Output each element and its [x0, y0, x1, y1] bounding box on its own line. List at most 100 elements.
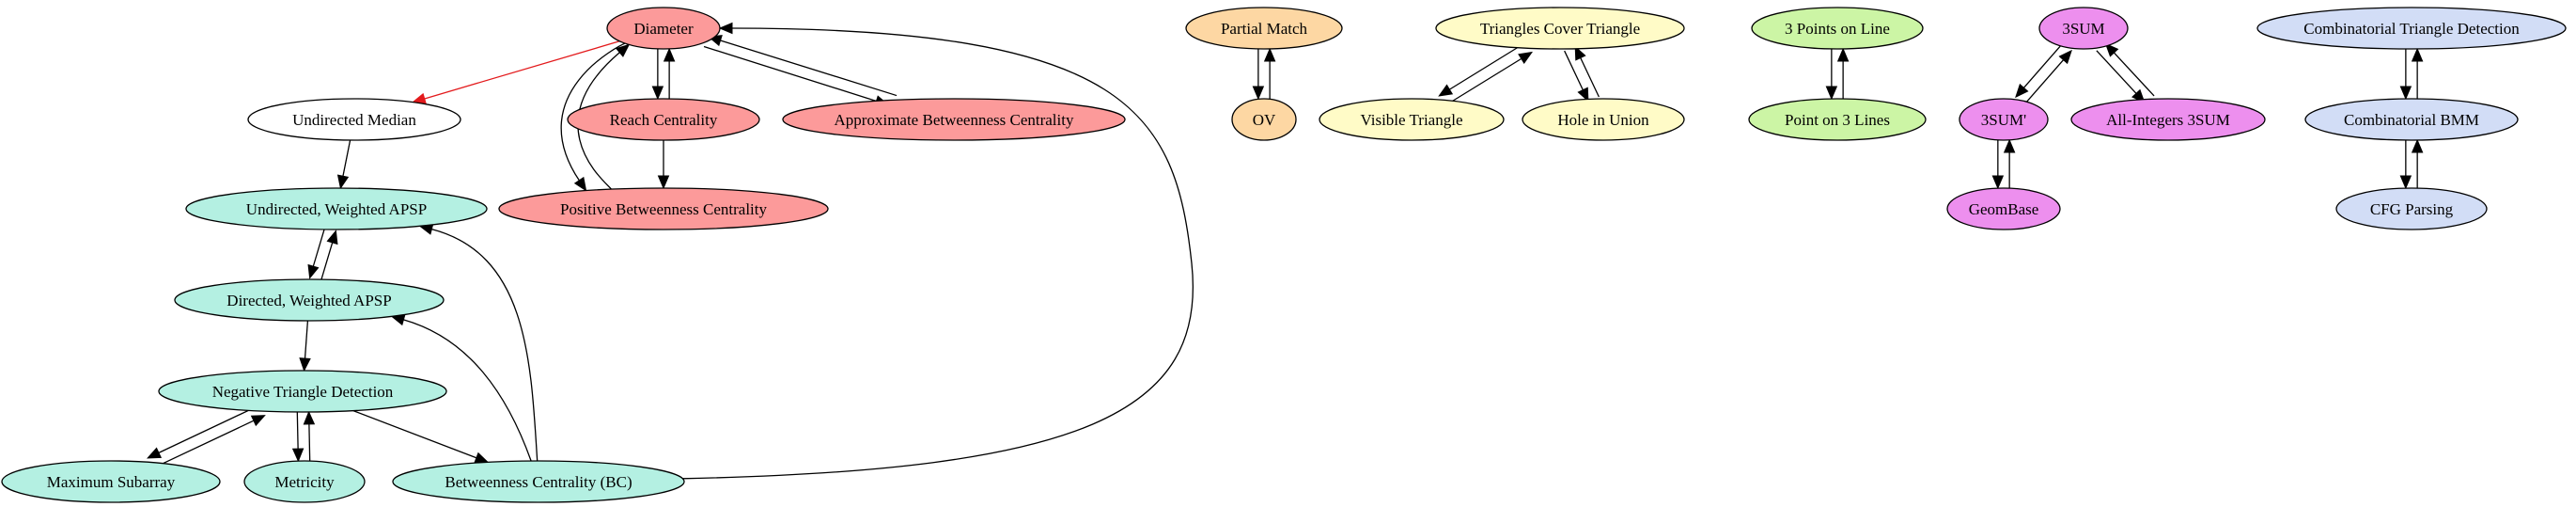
edge-approx-bc-to-diameter	[707, 35, 898, 97]
edge-geombase-to-threesum-prime-arrowhead	[2003, 138, 2016, 153]
edge-geombase-to-threesum-prime	[2003, 138, 2016, 189]
node-comb-tri-label: Combinatorial Triangle Detection	[2303, 20, 2520, 38]
node-comb-bmm-shape	[2304, 98, 2519, 141]
edge-all-int-3sum-to-threesum	[2104, 42, 2155, 97]
node-reach-centrality: Reach Centrality	[567, 98, 760, 141]
node-positive-bc: Positive Betweenness Centrality	[498, 187, 829, 230]
node-max-subarray-label: Maximum Subarray	[47, 473, 176, 491]
edge-threesum-prime-to-geombase-arrowhead	[1991, 175, 2005, 190]
edge-tri-cover-to-visible-tri-arrowhead	[1438, 84, 1454, 97]
edge-directed-apsp-to-undirected-apsp-line	[320, 242, 334, 281]
edge-all-int-3sum-to-threesum-line	[2113, 52, 2155, 97]
node-undirected-median: Undirected Median	[247, 98, 461, 141]
edge-partial-match-to-ov-arrowhead	[1252, 86, 1265, 101]
node-bc: Betweenness Centrality (BC)	[392, 460, 685, 503]
node-comb-tri: Combinatorial Triangle Detection	[2256, 7, 2567, 50]
edge-partial-match-to-ov	[1252, 48, 1265, 101]
edge-positive-bc-to-diameter-arrowhead	[615, 43, 631, 57]
node-neg-triangle-shape	[158, 370, 447, 413]
edge-tri-cover-to-hole-union	[1564, 50, 1589, 103]
node-threesum-label: 3SUM	[2062, 20, 2104, 38]
node-all-int-3sum: All-Integers 3SUM	[2070, 98, 2266, 141]
node-max-subarray-shape	[1, 460, 221, 503]
edge-three-points-to-point-three-lines-arrowhead	[1825, 86, 1838, 101]
edge-approx-bc-to-diameter-line	[720, 40, 898, 97]
edge-visible-tri-to-tri-cover-line	[1446, 57, 1522, 105]
node-cfg-shape	[2335, 187, 2488, 230]
edge-diameter-to-approx-bc-line	[703, 45, 877, 103]
edge-diameter-to-undirected-median	[412, 40, 620, 104]
edge-neg-triangle-to-bc-arrowhead	[474, 452, 490, 464]
node-partial-match: Partial Match	[1185, 7, 1343, 50]
edge-all-int-3sum-to-threesum-arrowhead	[2104, 42, 2119, 57]
edge-comb-tri-to-comb-bmm-arrowhead	[2399, 86, 2412, 101]
node-directed-apsp: Directed, Weighted APSP	[174, 278, 445, 322]
edge-bc-to-directed-apsp-line	[403, 319, 532, 462]
edge-neg-triangle-to-metricity-line	[296, 412, 299, 450]
edge-diameter-to-approx-bc	[703, 45, 890, 107]
edge-max-subarray-to-neg-triangle	[155, 415, 266, 467]
node-cfg-label: CFG Parsing	[2370, 200, 2454, 218]
edge-comb-bmm-to-cfg	[2399, 139, 2412, 190]
node-undirected-median-label: Undirected Median	[292, 111, 416, 129]
node-point-three-lines-shape	[1748, 98, 1927, 141]
edge-comb-bmm-to-cfg-arrowhead	[2399, 175, 2412, 190]
node-partial-match-label: Partial Match	[1221, 20, 1308, 38]
node-threesum: 3SUM	[2038, 7, 2129, 50]
node-threesum-prime-shape	[1959, 98, 2049, 141]
edge-ov-to-partial-match-arrowhead	[1263, 47, 1276, 62]
node-geombase-label: GeomBase	[1969, 200, 2039, 218]
node-positive-bc-shape	[498, 187, 829, 230]
node-approx-bc-shape	[782, 98, 1126, 141]
node-all-int-3sum-shape	[2070, 98, 2266, 141]
edge-metricity-to-neg-triangle	[303, 410, 316, 461]
node-reach-centrality-label: Reach Centrality	[610, 111, 718, 129]
edge-hole-union-to-tri-cover-line	[1580, 57, 1600, 98]
node-tri-cover-shape	[1435, 7, 1685, 50]
node-threesum-prime-label: 3SUM'	[1981, 111, 2026, 129]
edge-directed-apsp-to-neg-triangle-arrowhead	[299, 357, 311, 372]
node-tri-cover: Triangles Cover Triangle	[1435, 7, 1685, 50]
edge-point-three-lines-to-three-points	[1836, 47, 1850, 100]
node-visible-tri-shape	[1319, 98, 1505, 141]
edge-diameter-to-reach-centrality	[651, 48, 664, 101]
node-approx-bc-label: Approximate Betweenness Centrality	[835, 111, 1074, 129]
node-three-points: 3 Points on Line	[1751, 7, 1924, 50]
edge-positive-bc-to-diameter-line	[577, 52, 620, 190]
edge-reach-centrality-to-diameter-arrowhead	[663, 47, 676, 62]
edge-threesum-to-threesum-prime	[2015, 43, 2063, 99]
edge-bc-to-undirected-apsp-line	[431, 228, 539, 462]
edge-directed-apsp-to-neg-triangle-line	[304, 320, 309, 359]
edge-diameter-to-positive-bc	[560, 42, 626, 192]
node-undirected-apsp-shape	[185, 187, 488, 230]
edge-threesum-prime-to-threesum-arrowhead	[2058, 49, 2072, 65]
node-three-points-label: 3 Points on Line	[1785, 20, 1890, 38]
node-geombase-shape	[1946, 187, 2061, 230]
node-metricity: Metricity	[243, 460, 366, 503]
node-comb-bmm: Combinatorial BMM	[2304, 98, 2519, 141]
edge-diameter-to-positive-bc-line	[560, 42, 626, 182]
edge-reach-centrality-to-positive-bc	[657, 140, 670, 190]
node-neg-triangle: Negative Triangle Detection	[158, 370, 447, 413]
edge-threesum-prime-to-geombase	[1991, 139, 2005, 190]
edge-bc-to-diameter-line	[682, 27, 1194, 480]
edge-metricity-to-neg-triangle-line	[308, 423, 311, 461]
node-comb-tri-shape	[2256, 7, 2567, 50]
edge-undirected-apsp-to-directed-apsp-line	[312, 228, 326, 267]
edge-tri-cover-to-visible-tri-line	[1449, 43, 1524, 90]
node-visible-tri-label: Visible Triangle	[1360, 111, 1462, 129]
node-ov-shape	[1231, 98, 1297, 141]
edge-threesum-to-all-int-3sum-line	[2096, 50, 2137, 94]
node-metricity-shape	[243, 460, 366, 503]
node-neg-triangle-label: Negative Triangle Detection	[212, 383, 394, 401]
node-undirected-apsp: Undirected, Weighted APSP	[185, 187, 488, 230]
edge-neg-triangle-to-max-subarray-arrowhead	[146, 447, 163, 459]
edge-three-points-to-point-three-lines	[1825, 48, 1838, 101]
node-three-points-shape	[1751, 7, 1924, 50]
edge-tri-cover-to-hole-union-arrowhead	[1577, 87, 1589, 103]
edge-metricity-to-neg-triangle-arrowhead	[303, 410, 316, 425]
node-max-subarray: Maximum Subarray	[1, 460, 221, 503]
edge-hole-union-to-tri-cover	[1574, 45, 1600, 98]
